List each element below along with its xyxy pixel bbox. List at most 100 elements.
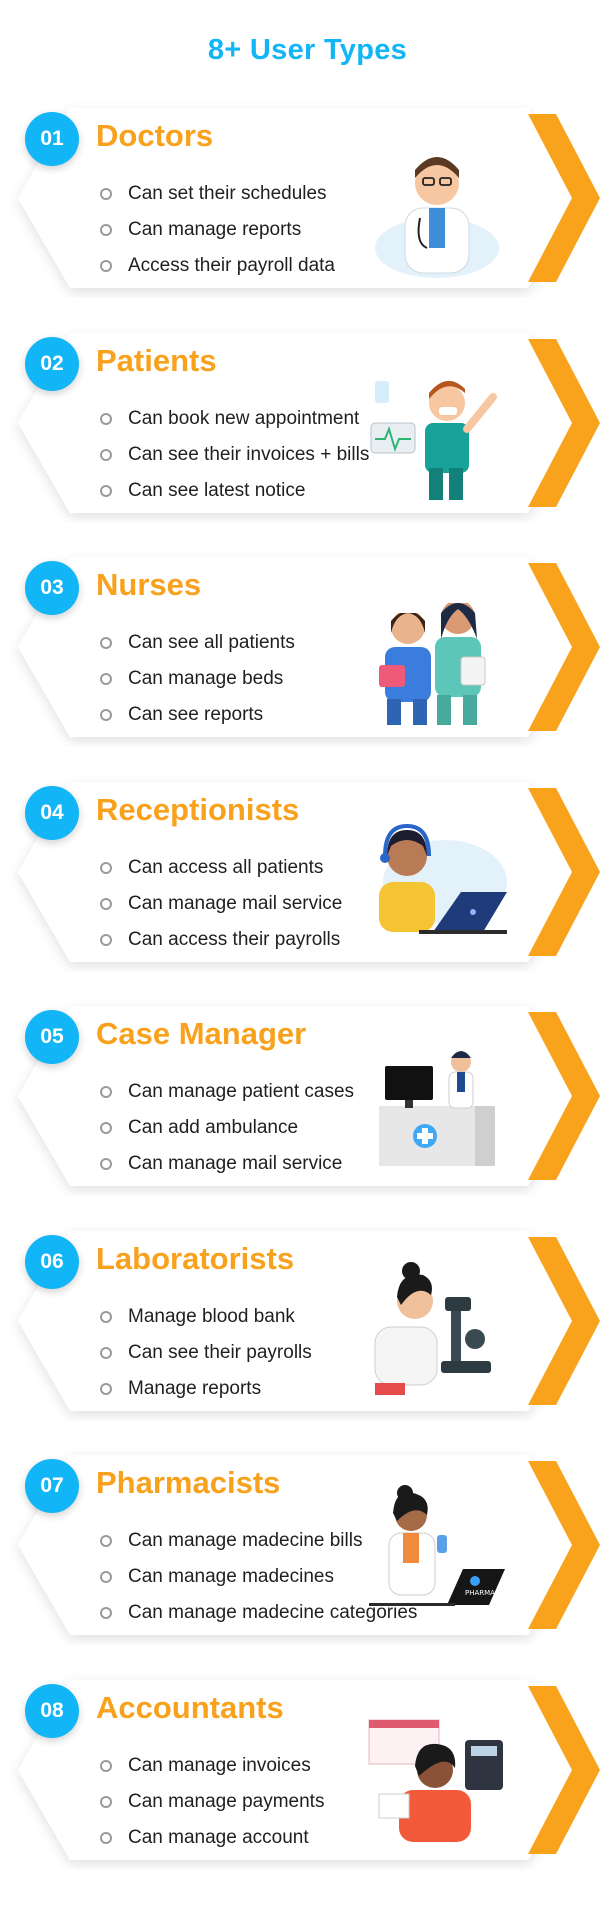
chevron-right-icon xyxy=(528,1012,600,1180)
feature-item: Access their payroll data xyxy=(100,248,335,284)
card-number-badge: 05 xyxy=(25,1010,79,1064)
card-number-badge: 07 xyxy=(25,1459,79,1513)
chevron-right-icon xyxy=(528,1685,600,1854)
card-title: Laboratorists xyxy=(96,1240,295,1276)
bullet-icon xyxy=(100,188,112,200)
feature-text: Can see reports xyxy=(128,704,264,725)
feature-item: Manage blood bank xyxy=(100,1299,312,1335)
bullet-icon xyxy=(100,412,112,425)
feature-text: Can see their invoices + bills xyxy=(128,443,370,465)
card-number: 03 xyxy=(40,576,64,599)
card-title: Receptionists xyxy=(96,791,300,827)
chevron-right-icon xyxy=(528,338,600,507)
feature-text: Can manage mail service xyxy=(128,1153,343,1174)
bullet-icon xyxy=(100,933,112,946)
chevron-right-icon xyxy=(528,114,600,282)
feature-text: Can access all patients xyxy=(128,856,324,878)
bullet-icon xyxy=(100,224,112,236)
feature-text: Can manage account xyxy=(128,1826,309,1848)
feature-text: Can add ambulance xyxy=(128,1117,299,1138)
feature-item: Can add ambulance xyxy=(100,1110,354,1146)
card-title: Accountants xyxy=(96,1689,284,1725)
feature-text: Can see latest notice xyxy=(128,479,306,501)
card-number-badge: 03 xyxy=(25,561,79,615)
chevron-right-icon xyxy=(528,1461,600,1629)
card-number: 05 xyxy=(40,1025,64,1048)
bullet-icon xyxy=(100,260,112,272)
user-type-card-07: 07 Pharmacists Can manage madecine bills… xyxy=(0,1445,615,1645)
card-number: 07 xyxy=(40,1474,64,1497)
bullet-icon xyxy=(100,1535,112,1547)
feature-item: Can see all patients xyxy=(100,625,295,661)
card-number-badge: 08 xyxy=(25,1683,79,1738)
chevron-right-icon xyxy=(528,563,600,731)
user-type-card-05: 05 Case Manager Can manage patient cases… xyxy=(0,996,615,1196)
feature-text: Can manage madecines xyxy=(128,1566,334,1587)
feature-text: Can see their payrolls xyxy=(128,1341,312,1363)
feature-item: Can manage payments xyxy=(100,1784,324,1820)
feature-text: Can manage madecine bills xyxy=(128,1530,363,1551)
card-body xyxy=(18,1455,583,1635)
pharmacist-illustration: PHARMACY xyxy=(369,1485,505,1606)
feature-text: Can manage madecine categories xyxy=(128,1602,418,1623)
feature-text: Manage reports xyxy=(128,1377,262,1399)
feature-item: Can see their invoices + bills xyxy=(100,437,369,473)
bullet-icon xyxy=(100,1310,112,1323)
card-number: 06 xyxy=(40,1249,64,1273)
feature-item: Can access all patients xyxy=(100,850,342,886)
bullet-icon xyxy=(100,709,112,721)
card-title: Patients xyxy=(96,342,217,378)
card-number: 01 xyxy=(40,127,64,150)
laboratorist-illustration xyxy=(374,1261,491,1395)
case-manager-illustration xyxy=(379,1051,495,1166)
card-title: Case Manager xyxy=(96,1016,307,1051)
chevron-right-icon xyxy=(528,787,600,956)
feature-item: Can see reports xyxy=(100,697,295,733)
feature-text: Access their payroll data xyxy=(128,255,335,276)
card-number: 04 xyxy=(40,800,64,824)
feature-text: Can manage payments xyxy=(128,1790,325,1812)
receptionist-illustration xyxy=(379,823,507,934)
feature-item: Can manage madecine bills xyxy=(100,1523,417,1559)
pharmacy-sign-label: PHARMACY xyxy=(465,1589,505,1597)
feature-item: Can set their schedules xyxy=(100,176,335,212)
doctor-illustration xyxy=(375,157,499,278)
feature-item: Can manage account xyxy=(100,1820,324,1856)
bullet-icon xyxy=(100,484,112,497)
bullet-icon xyxy=(100,1607,112,1619)
card-number-badge: 02 xyxy=(25,336,79,391)
bullet-icon xyxy=(100,1571,112,1583)
feature-item: Can manage beds xyxy=(100,661,295,697)
feature-text: Can see all patients xyxy=(128,632,295,653)
card-number-badge: 06 xyxy=(25,1234,79,1289)
feature-item: Can manage invoices xyxy=(100,1748,324,1784)
feature-item: Can manage reports xyxy=(100,212,335,248)
feature-item: Can manage mail service xyxy=(100,886,342,922)
bullet-icon xyxy=(100,637,112,649)
bullet-icon xyxy=(100,1122,112,1134)
card-title: Doctors xyxy=(96,118,214,153)
patient-illustration xyxy=(370,380,497,500)
feature-text: Can manage invoices xyxy=(128,1754,311,1776)
feature-text: Manage blood bank xyxy=(128,1305,295,1327)
bullet-icon xyxy=(100,1382,112,1395)
feature-item: Manage reports xyxy=(100,1371,312,1407)
chevron-right-icon xyxy=(528,1236,600,1405)
feature-text: Can set their schedules xyxy=(128,183,327,204)
feature-item: Can book new appointment xyxy=(100,401,369,437)
card-number-badge: 01 xyxy=(25,112,79,166)
feature-text: Can manage reports xyxy=(128,219,302,240)
card-number: 02 xyxy=(40,351,64,375)
bullet-icon xyxy=(100,1831,112,1844)
